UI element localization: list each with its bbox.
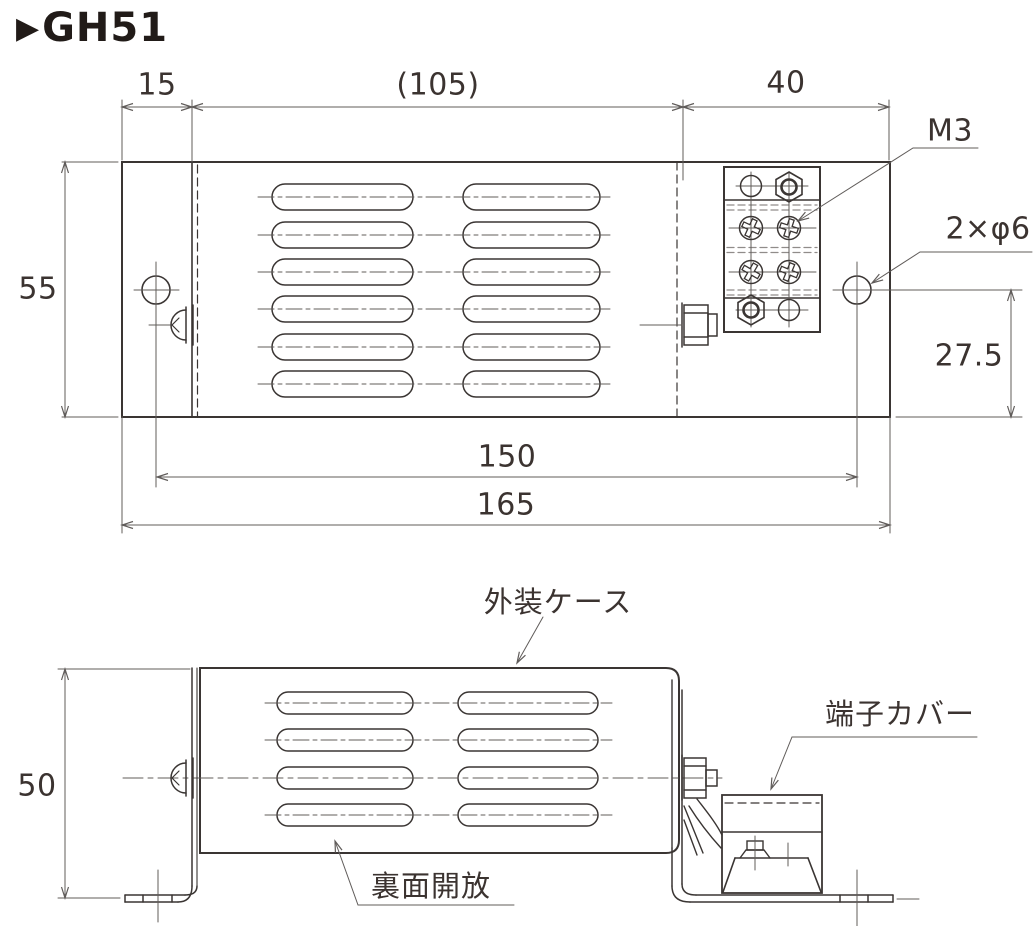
outer-case-label: 外装ケース	[483, 585, 633, 619]
louver-vents-top	[257, 183, 615, 398]
terminal-hex-nuts	[737, 171, 803, 326]
mounting-bracket-left	[124, 667, 198, 923]
terminal-lead-wires	[683, 798, 723, 856]
dimension-lines-side	[57, 667, 191, 900]
terminal-phillips-screws	[738, 215, 802, 285]
dim-side-height-label: 50	[17, 768, 57, 804]
dim-hole-pitch-label: 150	[477, 439, 537, 475]
dimension-lines-top	[60, 99, 1023, 534]
terminal-plain-holes	[739, 174, 801, 322]
dim-overall-width-label: 165	[476, 487, 536, 523]
mounting-bracket-right	[671, 689, 920, 926]
dim-hole-offset-label: 27.5	[934, 338, 1004, 374]
side-view	[57, 616, 978, 926]
terminal-cover	[721, 794, 823, 894]
dim-height-label: 55	[18, 271, 58, 307]
leader-lines-side	[334, 616, 978, 906]
rivet-top-view	[148, 304, 194, 346]
side-view-case	[199, 667, 680, 854]
mounting-hole-left	[133, 261, 180, 488]
rivet-side-view	[170, 757, 194, 799]
terminal-screw-note: M3	[927, 113, 973, 149]
dim-body-width-label: (105)	[396, 67, 480, 103]
model-number: GH51	[42, 5, 169, 51]
mounting-hole-right	[832, 261, 885, 488]
mounting-holes-note: 2×φ6	[945, 211, 1031, 247]
open-back-label: 裏面開放	[370, 869, 492, 903]
side-bolt-side-view	[681, 754, 718, 801]
top-view	[60, 99, 1033, 534]
terminal-base-nut	[739, 835, 789, 871]
page-title: ▶ GH51	[16, 8, 168, 48]
title-marker-icon: ▶	[16, 11, 40, 46]
louver-vents-side	[264, 691, 613, 827]
leader-lines-top	[796, 147, 1033, 285]
dim-terminal-width-label: 40	[766, 65, 806, 101]
terminal-block	[723, 166, 821, 333]
dim-flange-width-label: 15	[137, 67, 177, 103]
side-bolt-top-view	[639, 302, 718, 348]
terminal-cover-label: 端子カバー	[824, 697, 976, 731]
terminal-base	[722, 857, 822, 893]
